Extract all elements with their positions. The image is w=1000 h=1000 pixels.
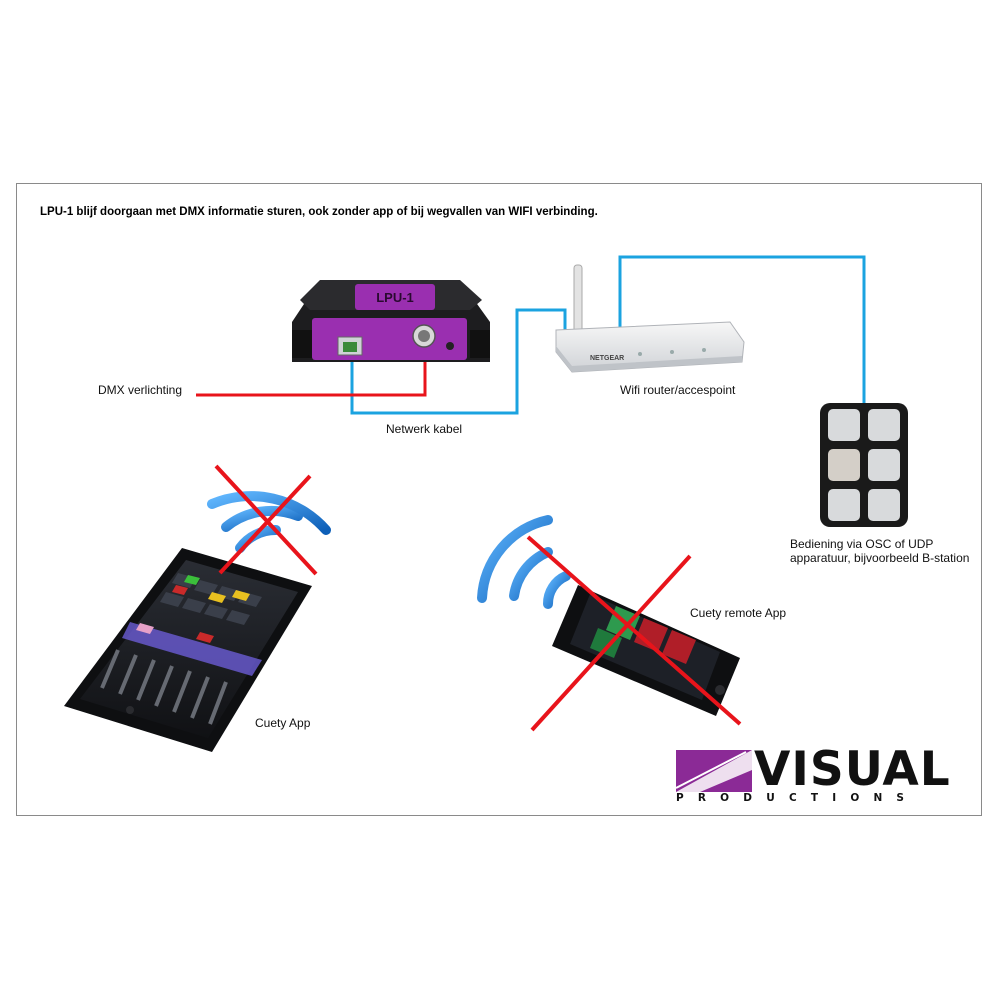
router-label: Wifi router/accespoint	[620, 383, 736, 397]
cuety-remote-label: Cuety remote App	[690, 606, 787, 620]
dmx-cable	[196, 350, 427, 397]
network-cable-lpu	[350, 308, 567, 415]
tablet-device	[64, 548, 312, 752]
lpu-1-device	[292, 280, 490, 362]
visual-productions-logo-mark	[675, 750, 752, 792]
b-station-device	[820, 403, 908, 527]
dmx-label: DMX verlichting	[98, 383, 183, 397]
cuety-label: Cuety App	[255, 716, 311, 730]
phone-wifi-cross	[526, 535, 742, 732]
productions-logo-word: PRODUCTIONS	[676, 792, 919, 804]
netwerk-label: Netwerk kabel	[386, 422, 463, 436]
lpu-name-text: LPU-1	[376, 290, 414, 305]
network-cable-bstation	[618, 255, 866, 405]
bstation-label: Bediening via OSC of UDP apparatuur, bij…	[790, 537, 970, 565]
phone-wifi-icon	[477, 515, 571, 609]
tablet-wifi-cross	[214, 464, 318, 576]
wifi-router	[555, 264, 745, 373]
router-brand-text: NETGEAR	[590, 355, 624, 362]
diagram-title: LPU-1 blijf doorgaan met DMX informatie …	[40, 206, 598, 218]
visual-logo-word: VISUAL	[754, 742, 951, 797]
